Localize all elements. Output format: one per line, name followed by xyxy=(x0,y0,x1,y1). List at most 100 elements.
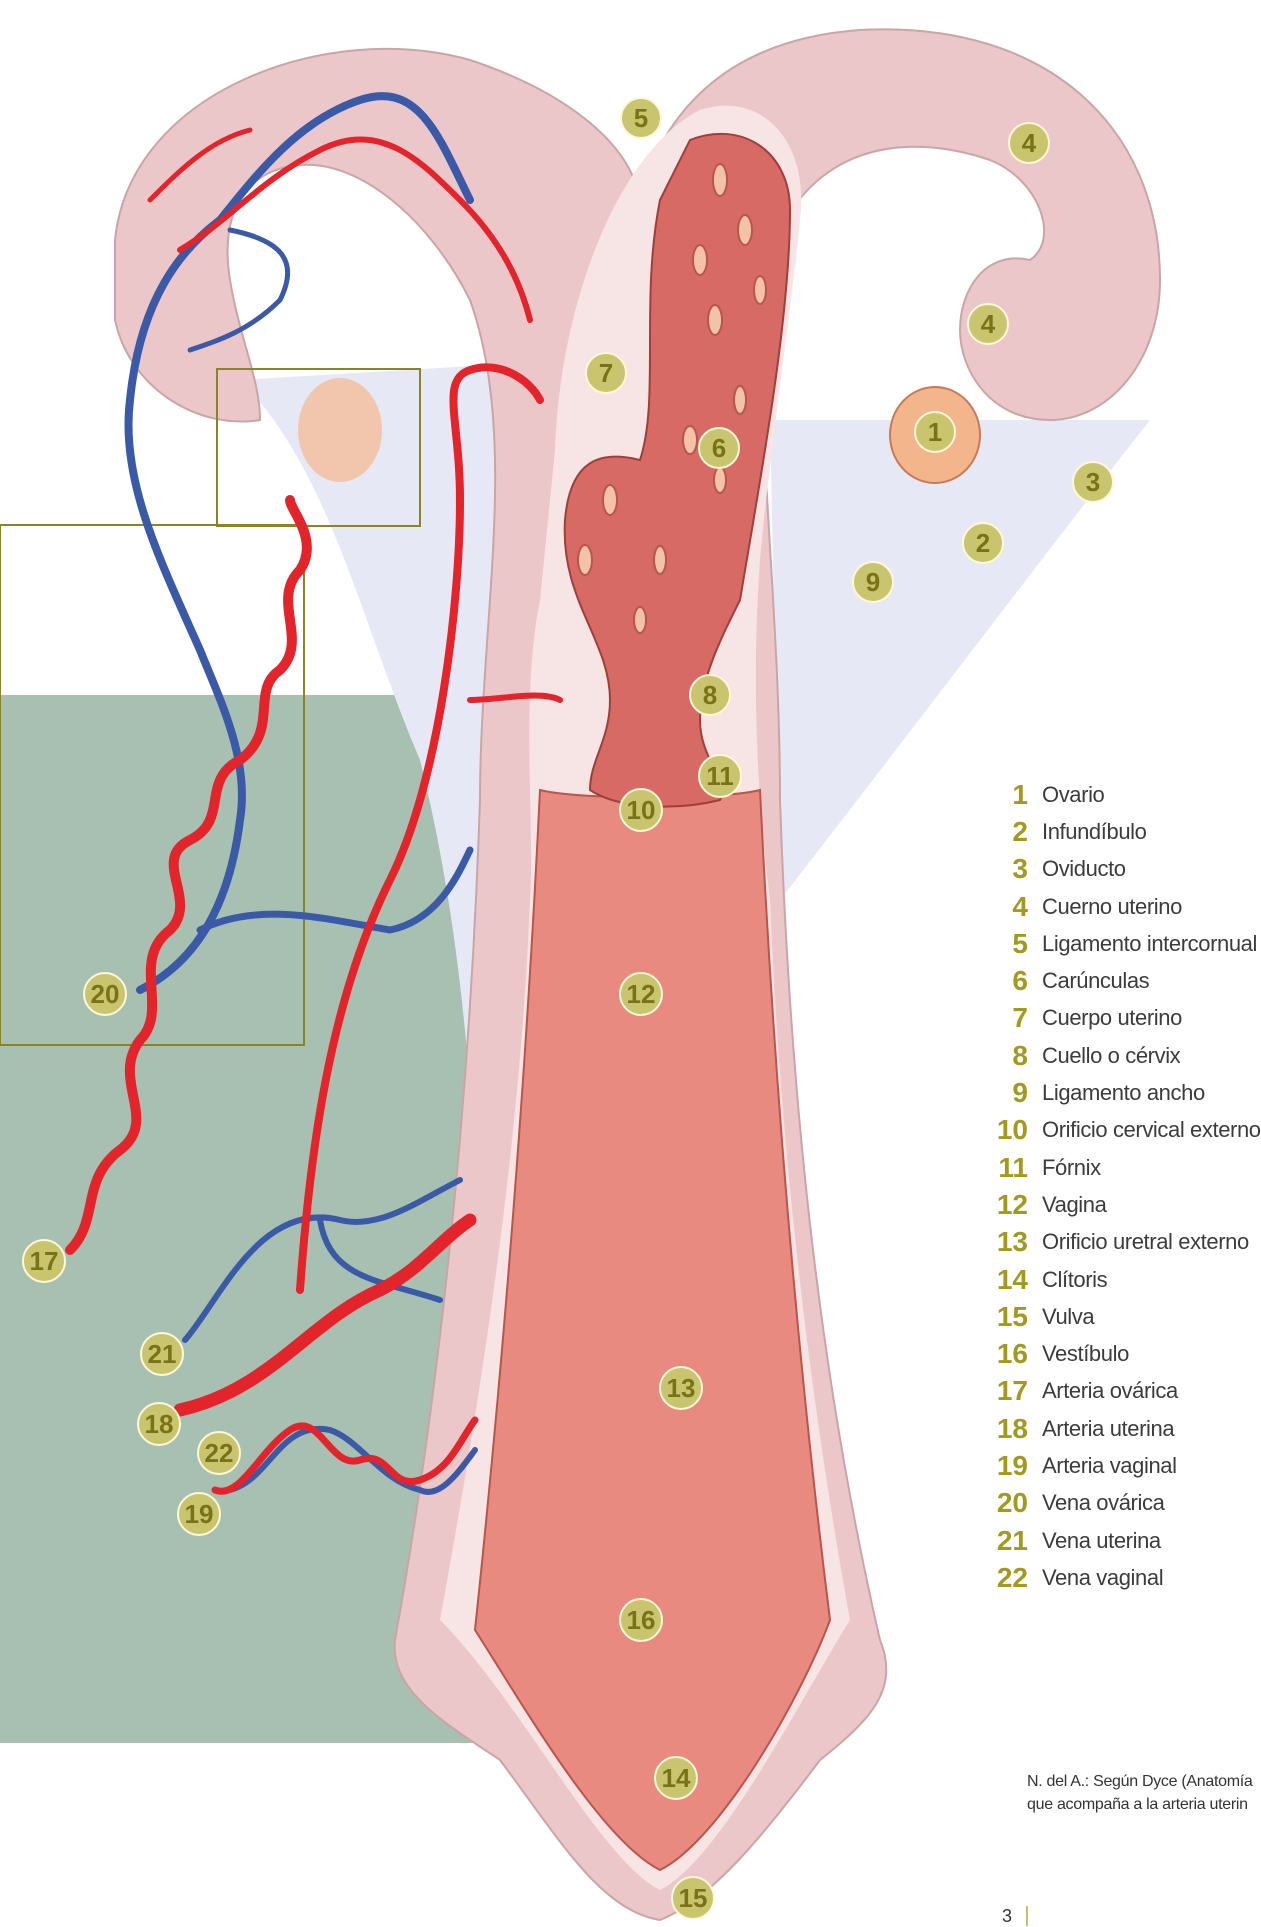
badge-7: 7 xyxy=(586,353,626,393)
legend-label: Arteria ovárica xyxy=(1042,1378,1178,1404)
legend-label: Cuerno uterino xyxy=(1042,894,1182,920)
badge-15: 15 xyxy=(672,1877,714,1919)
legend-number: 1 xyxy=(990,779,1042,811)
badge-21-text: 21 xyxy=(148,1339,177,1369)
badge-4b-text: 4 xyxy=(981,309,996,339)
author-note-line-1: N. del A.: Según Dyce (Anatomía xyxy=(1027,1770,1253,1793)
legend-number: 13 xyxy=(990,1226,1042,1258)
badge-20: 20 xyxy=(84,973,126,1015)
badge-22: 22 xyxy=(198,1432,240,1474)
badge-9: 9 xyxy=(853,562,893,602)
legend-label: Fórnix xyxy=(1042,1155,1101,1181)
legend-label: Vena uterina xyxy=(1042,1528,1161,1554)
badge-18-text: 18 xyxy=(145,1409,174,1439)
badge-10: 10 xyxy=(620,789,662,831)
badge-6: 6 xyxy=(699,428,739,468)
badge-17-text: 17 xyxy=(30,1246,59,1276)
badge-1: 1 xyxy=(915,412,955,452)
page-number-divider xyxy=(1026,1906,1028,1926)
legend-number: 19 xyxy=(990,1450,1042,1482)
badge-19-text: 19 xyxy=(185,1499,214,1529)
badge-16: 16 xyxy=(620,1599,662,1641)
badge-13: 13 xyxy=(660,1367,702,1409)
legend-number: 10 xyxy=(990,1114,1042,1146)
badge-8-text: 8 xyxy=(703,680,717,710)
legend-label: Vagina xyxy=(1042,1192,1106,1218)
legend-label: Clítoris xyxy=(1042,1267,1107,1293)
legend-number: 2 xyxy=(990,816,1042,848)
badge-7-text: 7 xyxy=(599,358,613,388)
badge-21: 21 xyxy=(141,1333,183,1375)
badge-12-text: 12 xyxy=(627,979,656,1009)
legend-number: 18 xyxy=(990,1413,1042,1445)
legend-label: Arteria uterina xyxy=(1042,1416,1174,1442)
legend-number: 15 xyxy=(990,1301,1042,1333)
legend-label: Ligamento intercornual xyxy=(1042,931,1257,957)
badge-8: 8 xyxy=(690,675,730,715)
legend-number: 8 xyxy=(990,1040,1042,1072)
legend-label: Infundíbulo xyxy=(1042,819,1146,845)
badge-15-text: 15 xyxy=(679,1883,708,1913)
badge-14-text: 14 xyxy=(662,1763,691,1793)
legend-label: Carúnculas xyxy=(1042,968,1149,994)
legend-number: 17 xyxy=(990,1375,1042,1407)
badge-11-text: 11 xyxy=(706,761,734,791)
legend-label: Vena vaginal xyxy=(1042,1565,1163,1591)
legend-number: 11 xyxy=(990,1152,1042,1184)
legend-label: Ovario xyxy=(1042,782,1104,808)
legend-label: Oviducto xyxy=(1042,856,1126,882)
legend-label: Vestíbulo xyxy=(1042,1341,1129,1367)
badge-18: 18 xyxy=(138,1403,180,1445)
badge-5: 5 xyxy=(621,98,661,138)
badge-4a-text: 4 xyxy=(1022,128,1037,158)
badge-12: 12 xyxy=(620,973,662,1015)
badge-22-text: 22 xyxy=(205,1438,234,1468)
legend-label: Orificio cervical externo xyxy=(1042,1117,1261,1143)
ovary-left xyxy=(298,378,382,482)
legend-number: 4 xyxy=(990,891,1042,923)
author-note: N. del A.: Según Dyce (Anatomía que acom… xyxy=(1027,1770,1253,1816)
badge-3: 3 xyxy=(1073,462,1113,502)
legend-label: Cuello o cérvix xyxy=(1042,1043,1180,1069)
badge-19: 19 xyxy=(178,1493,220,1535)
author-note-line-2: que acompaña a la arteria uterin xyxy=(1027,1793,1253,1816)
page-number: 3 xyxy=(1002,1906,1012,1927)
badge-9-text: 9 xyxy=(866,567,880,597)
legend-number: 16 xyxy=(990,1338,1042,1370)
legend-number: 12 xyxy=(990,1189,1042,1221)
legend-label: Cuerpo uterino xyxy=(1042,1005,1182,1031)
legend-item: 1Ovario xyxy=(990,776,1261,813)
badge-4b: 4 xyxy=(968,304,1008,344)
legend-label: Vulva xyxy=(1042,1304,1094,1330)
badge-10-text: 10 xyxy=(627,795,656,825)
legend-item: 4Cuerno uterino xyxy=(990,888,1261,925)
badge-1-text: 1 xyxy=(928,417,942,447)
legend-label: Arteria vaginal xyxy=(1042,1453,1177,1479)
legend-number: 22 xyxy=(990,1562,1042,1594)
legend-number: 20 xyxy=(990,1487,1042,1519)
legend-label: Orificio uretral externo xyxy=(1042,1229,1249,1255)
legend-number: 5 xyxy=(990,928,1042,960)
badge-17: 17 xyxy=(23,1240,65,1282)
badge-2: 2 xyxy=(963,523,1003,563)
badge-2-text: 2 xyxy=(976,528,990,558)
legend-label: Vena ovárica xyxy=(1042,1490,1164,1516)
legend-number: 14 xyxy=(990,1264,1042,1296)
legend-number: 7 xyxy=(990,1002,1042,1034)
